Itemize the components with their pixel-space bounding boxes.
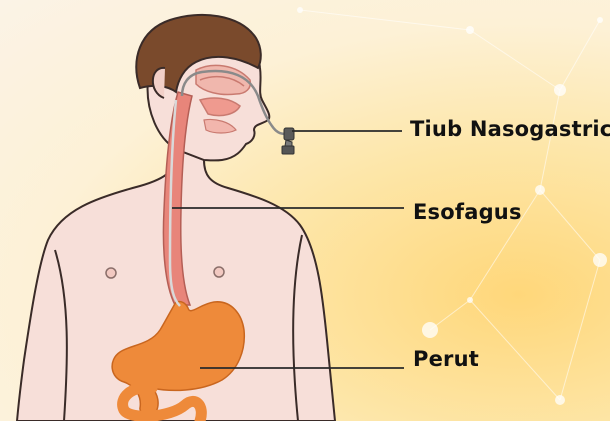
label-nasogastric-tube: Tiub Nasogastric: [410, 117, 610, 141]
label-esophagus: Esofagus: [413, 200, 522, 224]
label-stomach: Perut: [413, 347, 479, 371]
